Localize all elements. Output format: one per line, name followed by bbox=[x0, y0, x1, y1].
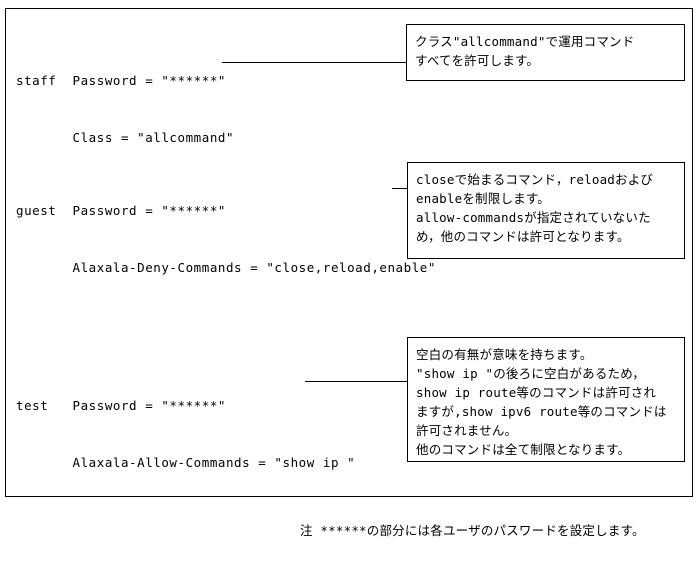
callout-line: ますが,show ipv6 route等のコマンドは bbox=[416, 404, 667, 419]
config-block-staff: staff Password = "******" Class = "allco… bbox=[16, 33, 234, 185]
footnote-text: 注 ******の部分には各ユーザのパスワードを設定します。 bbox=[300, 523, 645, 538]
callout-line: 空白の有無が意味を持ちます。 bbox=[416, 347, 593, 362]
callout-line: 他のコマンドは全て制限となります。 bbox=[416, 442, 631, 457]
callout-line: すべてを許可します。 bbox=[415, 53, 540, 68]
config-block-test: test Password = "******" Alaxala-Allow-C… bbox=[16, 358, 355, 510]
diagram-outer-frame bbox=[5, 8, 693, 497]
callout-line: "show ip "の後ろに空白があるため， bbox=[416, 366, 646, 381]
config-line: guest Password = "******" bbox=[16, 203, 226, 218]
callout-box-guest: closeで始まるコマンド，reloadおよび enableを制限します。 al… bbox=[407, 162, 685, 259]
config-line: test Password = "******" bbox=[16, 398, 226, 413]
callout-line: め，他のコマンドは許可となります。 bbox=[416, 229, 630, 244]
leader-line-staff bbox=[222, 62, 407, 63]
callout-box-staff: クラス"allcommand"で運用コマンド すべてを許可します。 bbox=[406, 24, 685, 81]
config-block-guest: guest Password = "******" Alaxala-Deny-C… bbox=[16, 163, 436, 315]
config-line: Class = "allcommand" bbox=[16, 130, 235, 145]
config-line: Alaxala-Deny-Commands = "close,reload,en… bbox=[16, 260, 436, 275]
callout-line: 許可されません。 bbox=[416, 423, 518, 438]
leader-line-guest bbox=[392, 188, 407, 189]
callout-box-test: 空白の有無が意味を持ちます。 "show ip "の後ろに空白があるため， sh… bbox=[407, 337, 685, 462]
config-line: Alaxala-Allow-Commands = "show ip " bbox=[16, 455, 356, 470]
config-line: staff Password = "******" bbox=[16, 73, 226, 88]
callout-line: show ip route等のコマンドは許可され bbox=[416, 385, 657, 400]
callout-line: closeで始まるコマンド，reloadおよび bbox=[416, 172, 654, 187]
callout-line: allow-commandsが指定されていないた bbox=[416, 210, 651, 225]
callout-line: enableを制限します。 bbox=[416, 191, 551, 206]
callout-line: クラス"allcommand"で運用コマンド bbox=[415, 34, 635, 49]
leader-line-test bbox=[305, 381, 407, 382]
